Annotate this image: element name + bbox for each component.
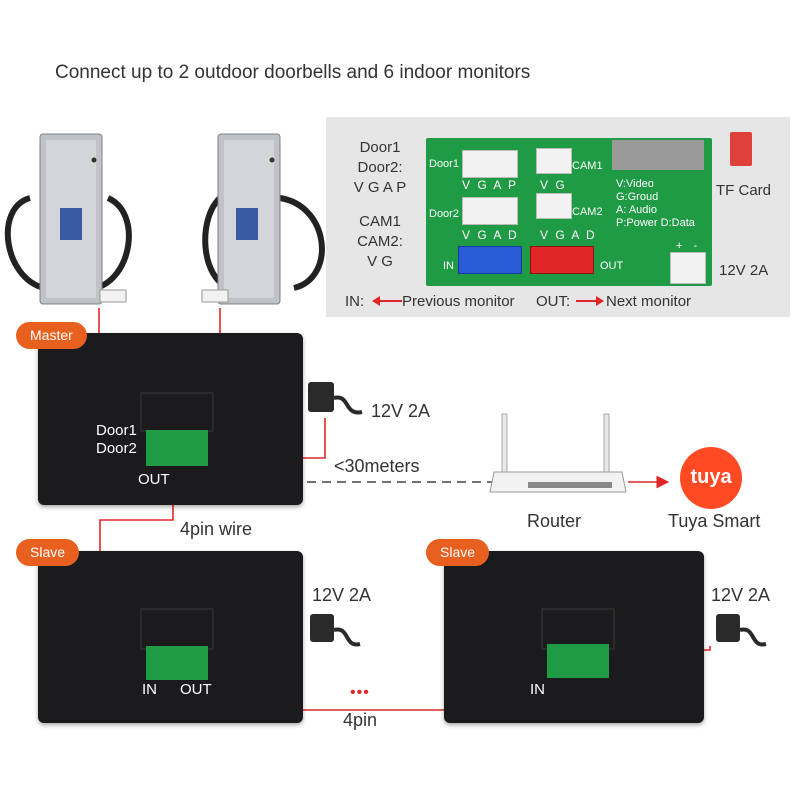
router-label: Router (527, 511, 582, 531)
master-monitor (38, 333, 303, 505)
slave2-power-label: 12V 2A (711, 585, 771, 605)
outdoor-doorbell-2 (190, 128, 340, 310)
in-arrow-icon (372, 296, 402, 306)
slave1-pcb (146, 646, 208, 680)
panel-power-label: 12V 2A (719, 262, 769, 279)
cam1-connector (536, 148, 572, 174)
master-door-labels: Door1 Door2 (96, 422, 137, 458)
master-pcb (146, 430, 208, 466)
doorbell-camera-icon (4, 133, 132, 305)
pcb-polarity: + - (676, 240, 702, 252)
cam-pins-label: V G (367, 253, 393, 270)
in-connector (458, 246, 522, 274)
doorbell-camera-icon (201, 133, 325, 305)
pcb-in: IN (443, 260, 454, 272)
pcb-cam1: CAM1 (572, 160, 603, 172)
legend-video: V:Video (616, 178, 654, 190)
legend-power-data: P:Power D:Data (616, 217, 695, 229)
out-legend-label: OUT: (536, 293, 571, 310)
master-door1-label: Door1 (96, 422, 137, 439)
master-out-label: OUT (138, 471, 170, 488)
door2-connector (462, 197, 518, 225)
distance-label: <30meters (334, 456, 420, 476)
door-pins-label: V G A P (353, 179, 407, 196)
slave2-in-label: IN (530, 681, 545, 698)
pcb-door1-pins: V G A P (462, 178, 519, 192)
cam-labels: CAM1 CAM2: V G (344, 212, 416, 272)
slave-monitor-2 (444, 551, 704, 723)
pcb-door2-pins: V G A D (462, 228, 519, 242)
slave1-out-label: OUT (180, 681, 212, 698)
outdoor-doorbell-1 (0, 128, 140, 310)
cam2-connector (536, 193, 572, 219)
tuya-logo: tuya (680, 447, 742, 509)
tuya-label: Tuya Smart (668, 511, 761, 531)
pcb-cam2-pins: V G A D (540, 228, 597, 242)
door-labels: Door1 Door2: V G A P (344, 138, 416, 198)
power-adapter-icon (716, 614, 767, 647)
slave1-in-label: IN (142, 681, 157, 698)
master-tag: Master (16, 322, 87, 349)
continuation-dots: ••• (350, 684, 370, 701)
door1-connector (462, 150, 518, 178)
bottom-wire-label: 4pin (343, 710, 378, 730)
wire-label: 4pin wire (180, 519, 253, 539)
door1-label: Door1 (359, 139, 401, 156)
master-bracket (140, 392, 214, 432)
slave-monitor-1 (38, 551, 303, 723)
slave2-tag: Slave (426, 539, 490, 566)
tf-card-label: TF Card (716, 182, 772, 199)
out-connector (530, 246, 594, 274)
slave1-power-label: 12V 2A (312, 585, 372, 605)
pcb-door1: Door1 (429, 158, 459, 170)
tf-card-icon (730, 132, 752, 166)
slave1-bracket (140, 608, 214, 650)
page-title: Connect up to 2 outdoor doorbells and 6 … (55, 62, 531, 83)
in-legend-desc: Previous monitor (402, 293, 515, 310)
power-adapter-icon (310, 614, 361, 647)
master-power-label: 12V 2A (371, 401, 431, 421)
power-adapter-icon (308, 382, 363, 415)
in-legend-label: IN: (345, 293, 365, 310)
door2-label: Door2: (357, 159, 403, 176)
router-icon (489, 413, 627, 493)
cam1-label: CAM1 (359, 213, 401, 230)
legend-ground: G:Groud (616, 191, 659, 203)
power-connector (670, 252, 706, 284)
pcb-cam1-pins: V G (540, 178, 567, 192)
pcb-door2: Door2 (429, 208, 459, 220)
pcb-out: OUT (600, 260, 624, 272)
cam2-label: CAM2: (357, 233, 403, 250)
out-legend-desc: Next monitor (606, 293, 692, 310)
out-arrow-icon (576, 296, 604, 306)
pcb-cam2: CAM2 (572, 206, 603, 218)
sd-slot (612, 140, 704, 170)
master-door2-label: Door2 (96, 440, 137, 457)
pcb-legend: V:Video G:Groud A: Audio P:Power D:Data (616, 178, 695, 230)
slave2-pcb (547, 644, 609, 678)
legend-audio: A: Audio (616, 204, 657, 216)
slave1-tag: Slave (16, 539, 80, 566)
